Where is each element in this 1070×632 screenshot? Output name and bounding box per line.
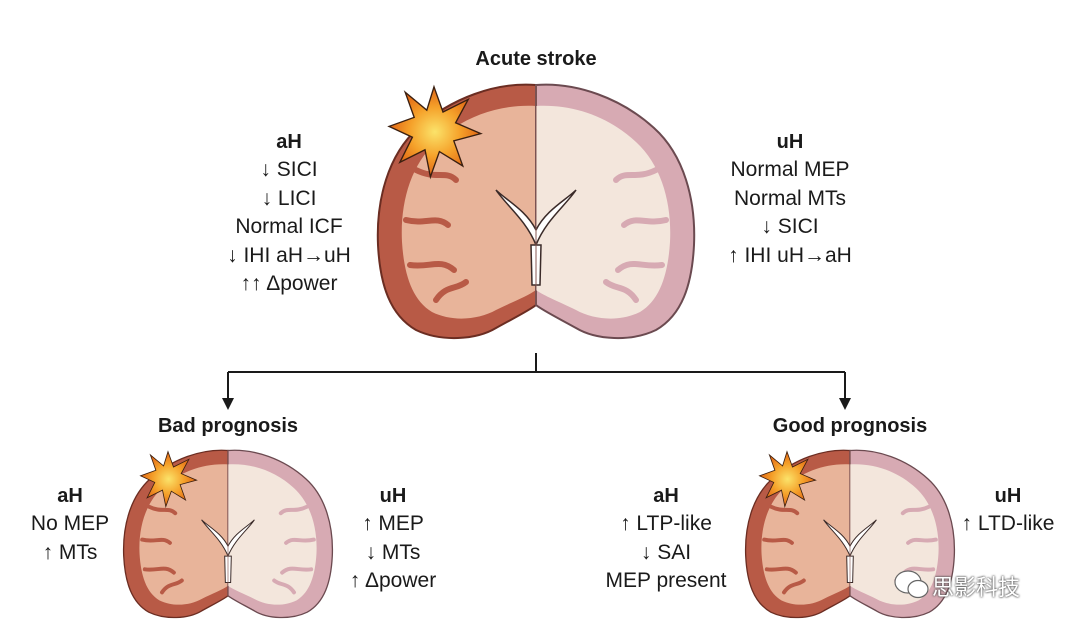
- connector-arrows: [227, 353, 846, 402]
- bad-right-line: ↑ MEP: [362, 512, 424, 535]
- top-left-line: ↓ LICI: [261, 186, 317, 210]
- good-left-line: ↓ SAI: [640, 540, 692, 564]
- good-right-header: uH: [994, 485, 1022, 507]
- bad-left-line: No MEP: [30, 512, 110, 535]
- arrow-head-left: [222, 398, 234, 410]
- bad-left-line: ↑ MTs: [42, 540, 98, 564]
- top-right-line: ↓ SICI: [761, 215, 819, 238]
- top-left-block: aH ↓ SICI ↓ LICI Normal ICF ↓ IHI aH→uH …: [196, 128, 382, 299]
- top-left-line: ↓ SICI: [260, 158, 318, 181]
- arrow-head-right: [839, 398, 851, 410]
- top-left-line: ↑↑ Δpower: [240, 272, 338, 295]
- bad-right-block: uH ↑ MEP ↓ MTs ↑ Δpower: [334, 482, 452, 596]
- top-left-line: ↓ IHI aH→uH: [227, 243, 351, 267]
- bad-right-header: uH: [379, 485, 407, 507]
- title-good-prognosis: Good prognosis: [772, 415, 928, 437]
- good-left-header: aH: [653, 485, 679, 507]
- bad-right-line: ↑ Δpower: [349, 569, 437, 592]
- top-left-header: aH: [276, 131, 302, 153]
- top-right-line: Normal MEP: [730, 158, 850, 181]
- title-acute-stroke: Acute stroke: [475, 48, 597, 70]
- good-right-line: ↑ LTD-like: [961, 512, 1055, 535]
- good-left-block: aH ↑ LTP-like ↓ SAI MEP present: [588, 482, 744, 596]
- bad-left-block: aH No MEP ↑ MTs: [14, 482, 126, 567]
- bad-right-line: ↓ MTs: [365, 540, 421, 564]
- good-left-line: MEP present: [605, 569, 727, 592]
- top-right-line: Normal MTs: [733, 186, 846, 210]
- top-right-line: ↑ IHI uH→aH: [728, 243, 852, 267]
- top-right-header: uH: [776, 131, 804, 153]
- title-bad-prognosis: Bad prognosis: [157, 415, 298, 437]
- watermark-text: 思影科技: [932, 575, 1021, 600]
- top-right-block: uH Normal MEP Normal MTs ↓ SICI ↑ IHI uH…: [700, 128, 880, 270]
- top-left-line: Normal ICF: [235, 215, 343, 238]
- bad-left-header: aH: [57, 485, 83, 507]
- good-left-line: ↑ LTP-like: [620, 512, 712, 535]
- wechat-logo-icon: [894, 570, 929, 599]
- good-right-block: uH ↑ LTD-like: [952, 482, 1064, 539]
